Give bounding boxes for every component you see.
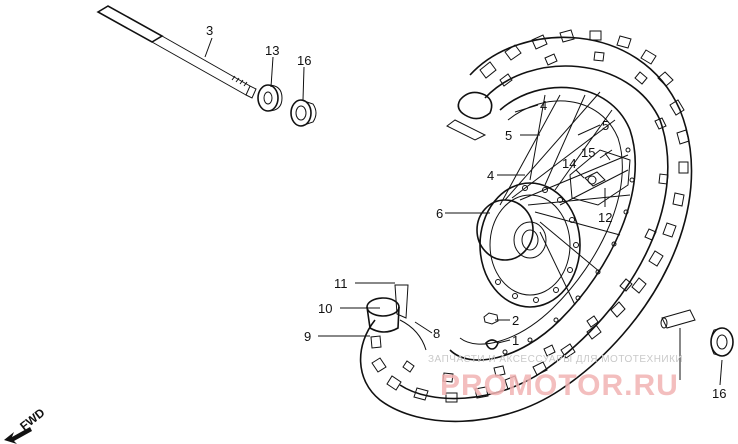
callout-14: 14 — [562, 156, 576, 171]
callout-16-bottom: 16 — [712, 386, 726, 401]
rim — [449, 86, 636, 361]
callout-5-right: 5 — [602, 118, 609, 133]
callout-5-left: 5 — [505, 128, 512, 143]
callout-4-lower: 4 — [487, 168, 494, 183]
watermark-tagline: ЗАПЧАСТИ И АКСЕССУАРЫ ДЛЯ МОТОТЕХНИКИ — [428, 354, 683, 365]
fwd-indicator: FWD — [4, 405, 48, 444]
callout-4-upper: 4 — [540, 98, 547, 113]
tire — [359, 29, 693, 423]
spokes — [499, 91, 631, 306]
callout-2: 2 — [512, 313, 519, 328]
collar-16-top — [290, 99, 317, 127]
callout-10: 10 — [318, 301, 332, 316]
fwd-label: FWD — [17, 405, 47, 433]
callout-9: 9 — [304, 329, 311, 344]
callout-11: 11 — [334, 276, 348, 291]
leader-lines — [204, 37, 723, 386]
callout-12: 12 — [598, 210, 612, 225]
hub — [476, 182, 581, 308]
bearing-13 — [257, 84, 283, 112]
callout-13: 13 — [265, 43, 279, 58]
axle — [96, 5, 257, 99]
callout-8: 8 — [433, 326, 440, 341]
watermark: ЗАПЧАСТИ И АКСЕССУАРЫ ДЛЯ МОТОТЕХНИКИ PR… — [428, 354, 683, 402]
callout-6: 6 — [436, 206, 443, 221]
callout-16-top: 16 — [297, 53, 311, 68]
callout-15: 15 — [581, 145, 595, 160]
tube-and-rim-band — [366, 284, 427, 351]
callout-1: 1 — [512, 333, 519, 348]
valve-parts — [483, 312, 499, 350]
collar-16-bottom — [660, 309, 734, 357]
watermark-logo: PROMOTOR.RU — [440, 369, 679, 402]
callout-3: 3 — [206, 23, 213, 38]
